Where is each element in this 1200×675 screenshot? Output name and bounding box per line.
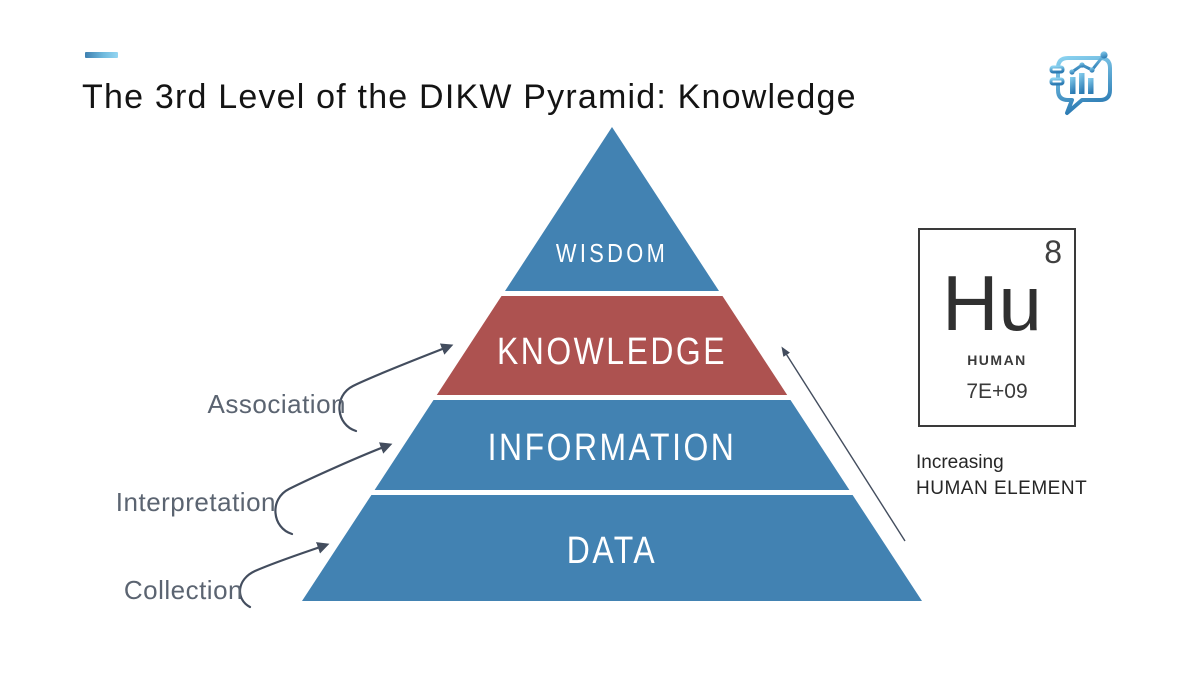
- annotation-line-1: Increasing: [916, 452, 1004, 473]
- increasing-human-element-arrow: [781, 346, 906, 542]
- accent-dash: [85, 52, 118, 58]
- element-name: HUMAN: [967, 352, 1027, 368]
- pyramid-level-information: [374, 400, 850, 490]
- human-element-card: 8 Hu HUMAN 7E+09: [918, 228, 1076, 427]
- element-symbol: Hu: [942, 259, 1042, 347]
- pyramid-level-data: [302, 495, 922, 601]
- annotation-line-2: HUMAN ELEMENT: [916, 477, 1088, 499]
- association-arrow: [338, 343, 454, 433]
- pyramid-level-knowledge: [436, 296, 788, 395]
- element-mass-value: 7E+09: [966, 380, 1028, 403]
- page-title: The 3rd Level of the DIKW Pyramid: Knowl…: [82, 78, 857, 116]
- interpretation-arrow: [274, 442, 393, 536]
- data-label: DATA: [567, 529, 657, 571]
- collection-label: Collection: [123, 575, 243, 605]
- pyramid-level-wisdom: [505, 127, 719, 291]
- chat-analytics-logo-icon: [1049, 51, 1112, 115]
- wisdom-label: WISDOM: [556, 239, 668, 268]
- atomic-number: 8: [1044, 234, 1062, 270]
- information-label: INFORMATION: [488, 426, 737, 468]
- interpretation-label: Interpretation: [115, 487, 276, 517]
- association-label: Association: [207, 389, 346, 419]
- increasing-human-element-annotation: Increasing HUMAN ELEMENT: [916, 450, 1087, 501]
- knowledge-label: KNOWLEDGE: [497, 330, 727, 372]
- collection-arrow: [239, 542, 330, 609]
